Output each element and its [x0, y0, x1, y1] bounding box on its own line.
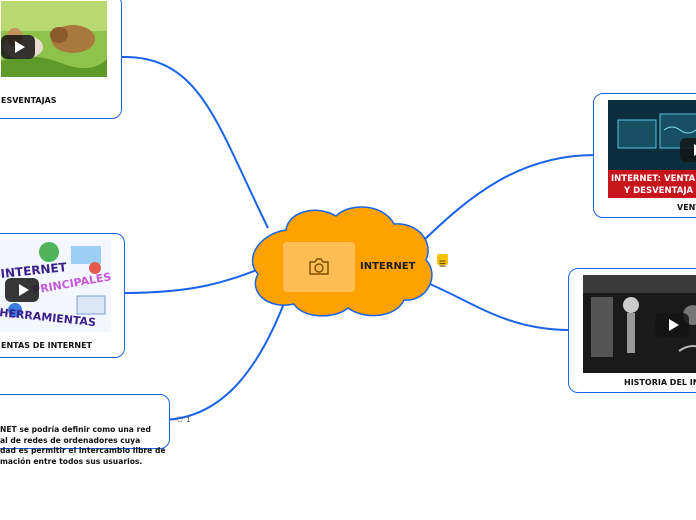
internet-ventajas-thumbnail: INTERNET: VENTA Y DESVENTAJA	[608, 100, 696, 198]
play-icon[interactable]	[5, 278, 39, 302]
topic-definicion[interactable]	[0, 394, 170, 449]
thumb-text-1: INTERNET: VENTA	[611, 174, 696, 184]
central-title[interactable]: INTERNET	[360, 261, 416, 272]
play-icon[interactable]	[680, 138, 696, 162]
comment-icon: 🗨	[175, 416, 184, 424]
topic-historia-internet[interactable]: HISTORIA DEL INTE	[568, 268, 696, 393]
topic-label: ENTAS DE INTERNET	[1, 341, 92, 350]
list-note-icon[interactable]	[437, 254, 448, 267]
definition-line: al de redes de ordenadores cuya	[0, 435, 141, 445]
comment-count: 1	[186, 416, 191, 424]
camera-icon	[309, 258, 329, 275]
topic-herramientas-internet[interactable]: INTERNET PRINCIPALES HERRAMIENTAS ENTAS …	[0, 233, 125, 358]
definition-line: dad es permitir el intercambio libre de	[0, 446, 166, 455]
play-icon[interactable]	[1, 35, 35, 59]
herramientas-thumbnail: INTERNET PRINCIPALES HERRAMIENTAS	[0, 240, 111, 332]
topic-ventajas-desventajas[interactable]: ESVENTAJAS	[0, 0, 122, 119]
definition-line: mación entre todos sus usuarios.	[0, 456, 143, 466]
play-icon[interactable]	[655, 313, 689, 337]
thumb-text-2: Y DESVENTAJA	[623, 186, 693, 196]
definition-text: NET se podría definir como una red al de…	[0, 425, 170, 467]
topic-label: ESVENTAJAS	[1, 96, 57, 105]
topic-ventajas-video[interactable]: INTERNET: VENTA Y DESVENTAJA VENT	[593, 93, 696, 218]
topic-label: VENT	[677, 203, 696, 212]
definition-line: NET se podría definir como una red	[0, 425, 151, 434]
topic-label: HISTORIA DEL INTE	[624, 378, 696, 387]
comment-badge[interactable]: 🗨 1	[175, 416, 191, 424]
central-image-placeholder[interactable]	[283, 242, 355, 292]
